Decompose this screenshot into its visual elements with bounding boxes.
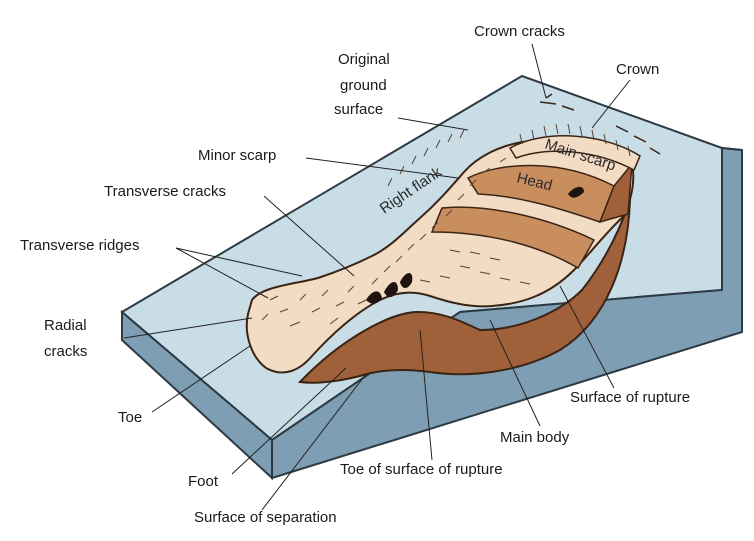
landslide bbox=[245, 93, 661, 384]
label-surface-of-rupture: Surface of rupture bbox=[570, 389, 690, 406]
label-original-ground-1: Original bbox=[338, 51, 390, 68]
label-crown-cracks: Crown cracks bbox=[474, 23, 565, 40]
label-radial-cracks-1: Radial bbox=[44, 317, 87, 334]
crown-cracks-marks bbox=[539, 93, 661, 155]
head-lower-block bbox=[430, 206, 596, 270]
label-surface-of-separation: Surface of separation bbox=[194, 509, 337, 526]
label-minor-scarp: Minor scarp bbox=[198, 147, 276, 164]
crack-texture bbox=[261, 123, 631, 327]
label-radial-cracks-2: cracks bbox=[44, 343, 87, 360]
label-original-ground-3: surface bbox=[334, 101, 383, 118]
main-scarp-band bbox=[508, 135, 641, 172]
transverse-crack-slots bbox=[366, 273, 413, 304]
label-main-body: Main body bbox=[500, 429, 570, 446]
label-crown: Crown bbox=[616, 61, 659, 78]
label-foot: Foot bbox=[188, 473, 219, 490]
label-original-ground-2: ground bbox=[340, 77, 387, 94]
head-crack-slot bbox=[568, 186, 584, 198]
leader-lines bbox=[123, 43, 631, 511]
labels: Crown cracks Crown Original ground surfa… bbox=[20, 23, 690, 526]
label-transverse-cracks: Transverse cracks bbox=[104, 183, 226, 200]
label-toe: Toe bbox=[118, 409, 142, 426]
label-toe-of-surface-of-rupture: Toe of surface of rupture bbox=[340, 461, 503, 478]
label-transverse-ridges: Transverse ridges bbox=[20, 237, 140, 254]
